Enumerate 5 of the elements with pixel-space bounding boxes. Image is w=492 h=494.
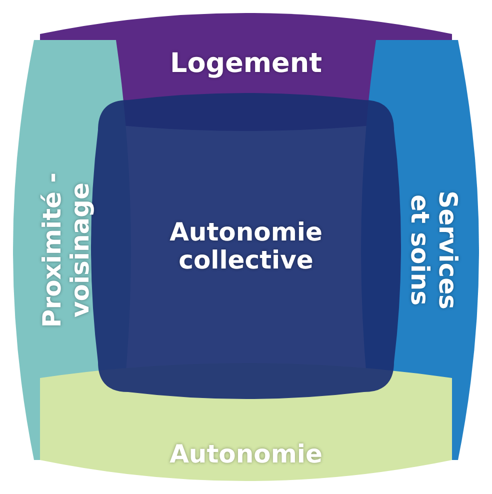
band-title: Autonomie	[170, 440, 322, 468]
center-title: Autonomie collective	[168, 218, 324, 274]
band-title: Proximité - voisinage	[38, 171, 94, 330]
band-title: Services et soins	[406, 190, 462, 312]
band-title: Logement	[170, 49, 322, 79]
